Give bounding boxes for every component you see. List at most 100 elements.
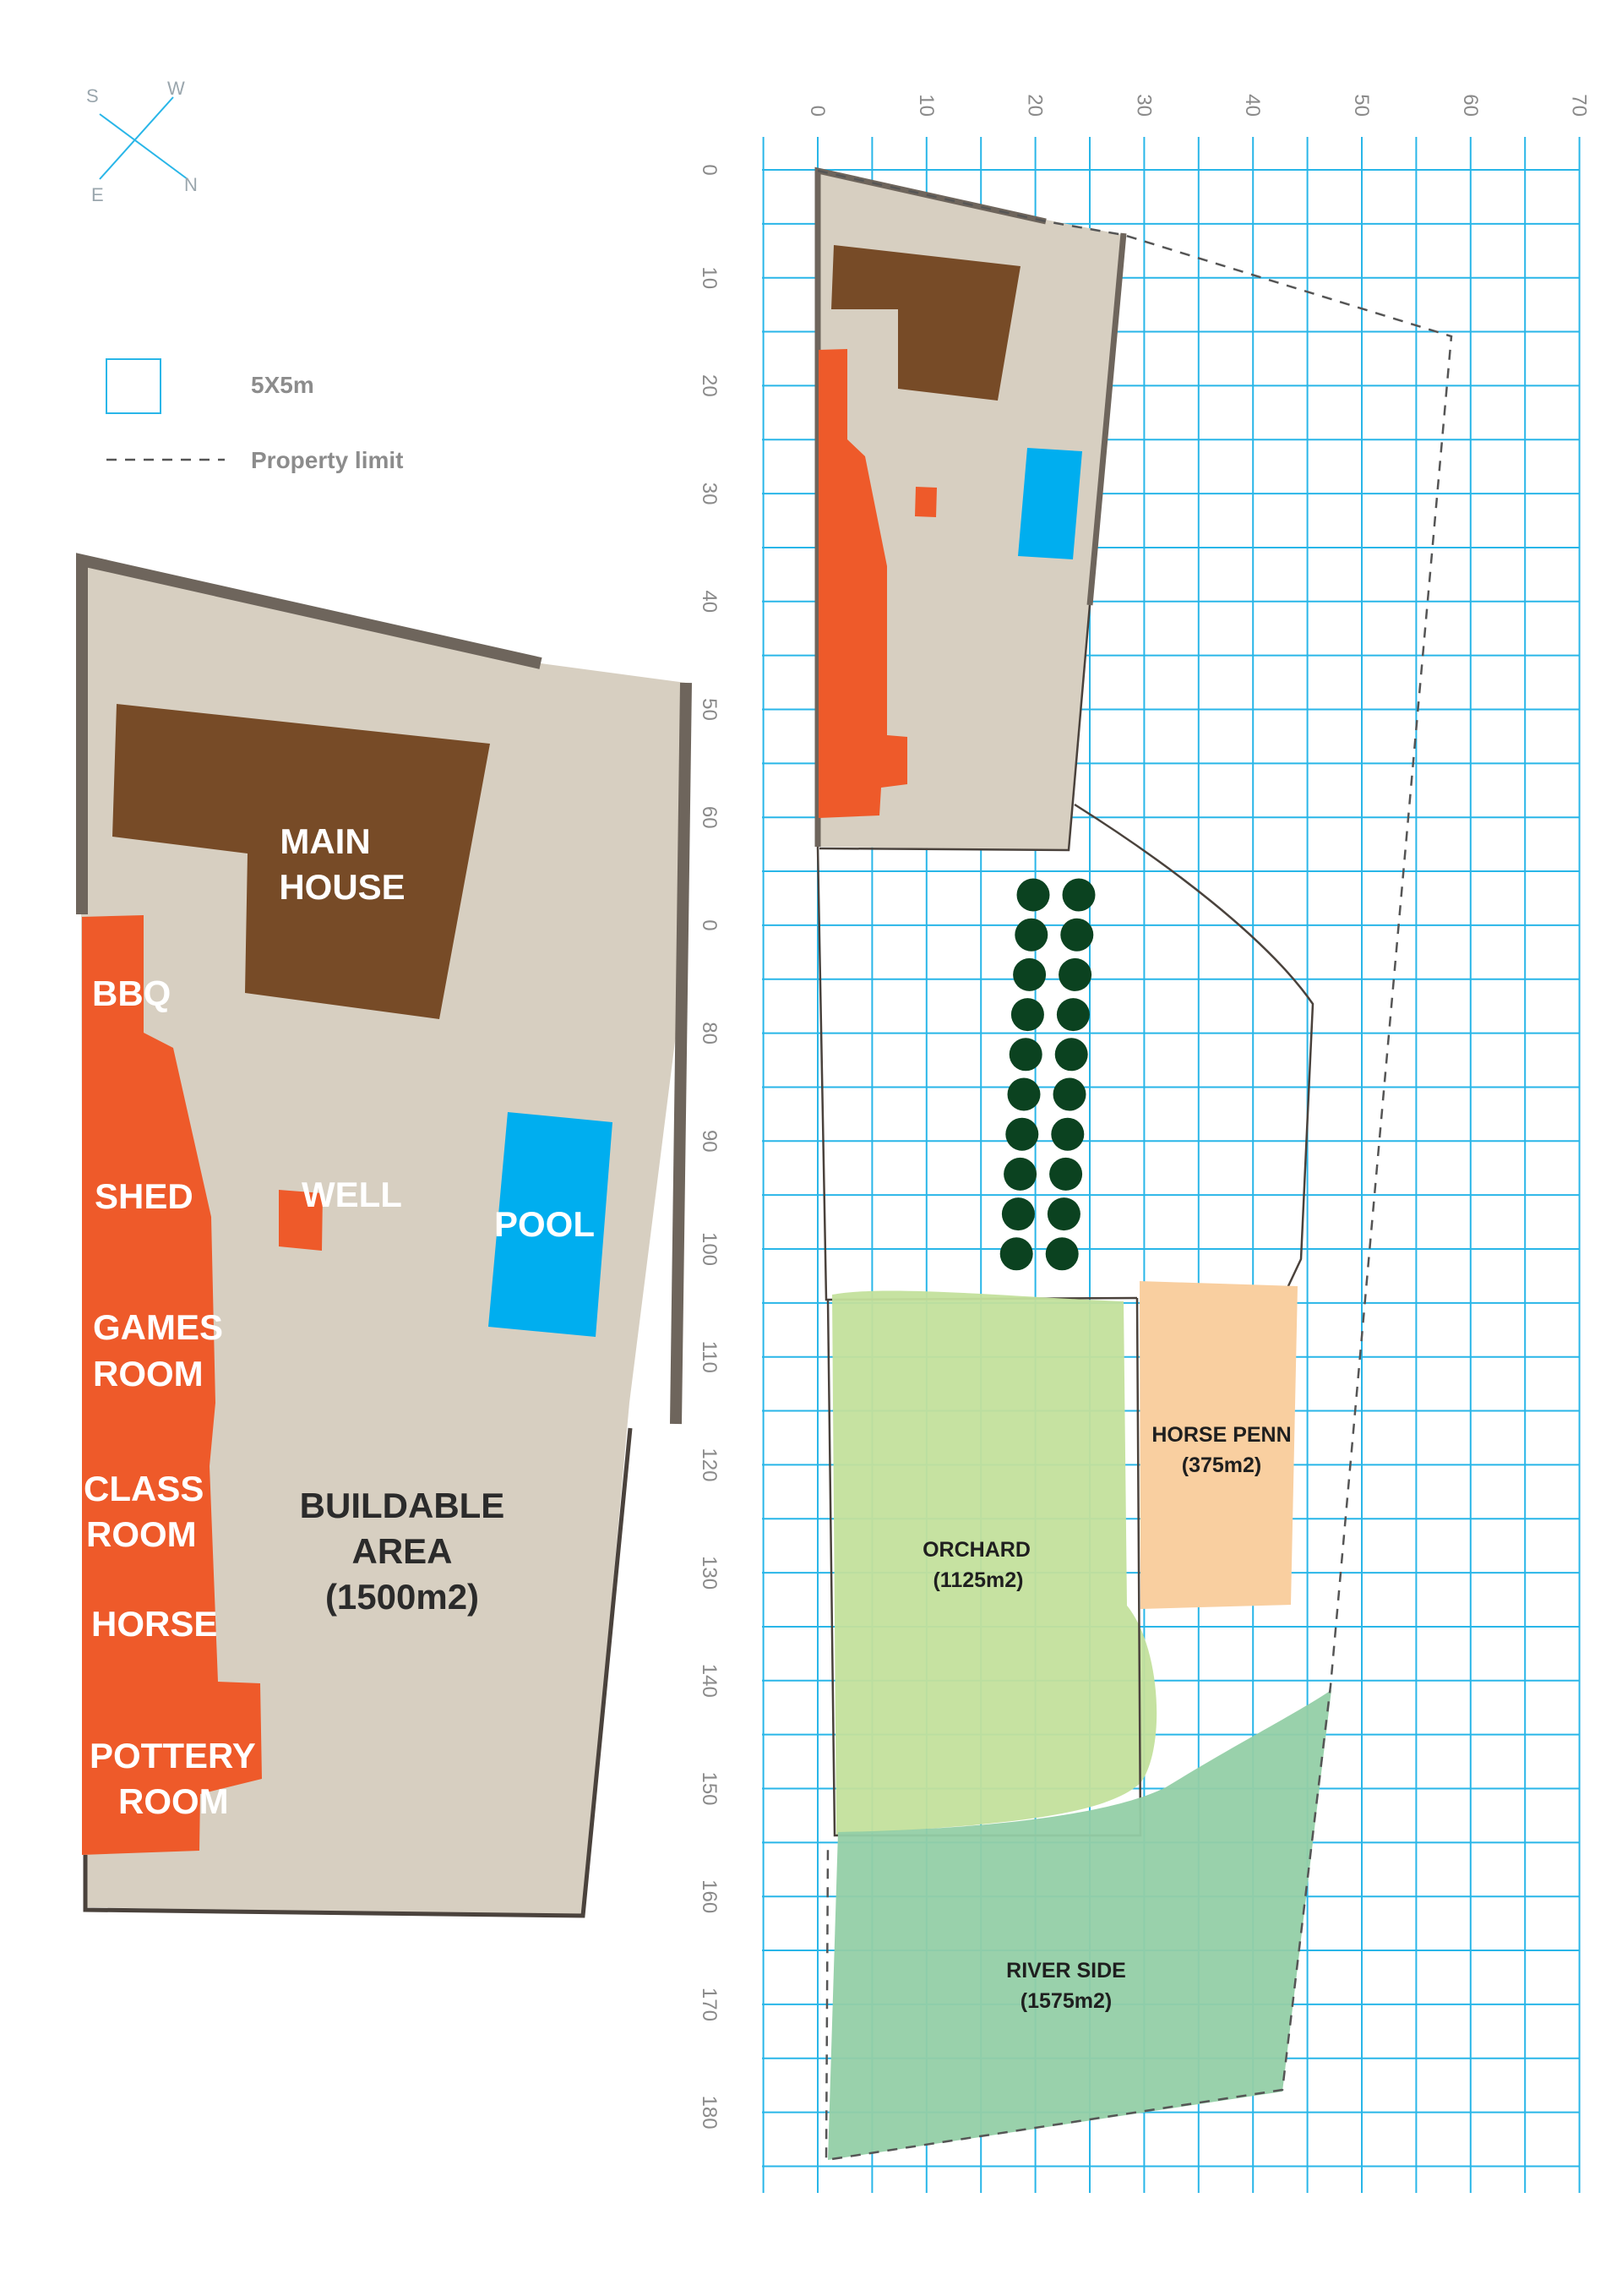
tree <box>1010 998 1044 1032</box>
compass-w-label: W <box>167 78 185 99</box>
site-main-house <box>831 245 1021 401</box>
y-axis-tick-label: 180 <box>698 2096 721 2130</box>
orchard-label-line2: (1125m2) <box>933 1568 1023 1592</box>
boundary-line <box>83 1427 633 1918</box>
compass-sw-ne-line <box>99 113 188 180</box>
legend-grid-label: 5X5m <box>251 372 314 398</box>
site-buildable-area <box>818 171 1124 850</box>
tree <box>1047 1197 1080 1231</box>
x-axis-tick-label: 60 <box>1459 94 1482 117</box>
site-well <box>915 487 937 517</box>
y-axis-tick-label: 110 <box>698 1341 721 1373</box>
main-house-label-line2: HOUSE <box>279 867 405 907</box>
main-house-label-line1: MAIN <box>280 821 370 861</box>
x-axis-tick-label: 40 <box>1241 94 1264 117</box>
tree <box>1054 1038 1088 1072</box>
horse-penn-label-line2: (375m2) <box>1182 1453 1262 1477</box>
y-axis-tick-label: 60 <box>698 806 721 829</box>
compass-s-label: S <box>86 85 99 106</box>
y-axis-tick-label: 120 <box>698 1448 721 1481</box>
tree <box>1005 1117 1039 1151</box>
legend-limit-label: Property limit <box>251 447 403 473</box>
bbq-label: BBQ <box>92 973 171 1013</box>
tree <box>1009 1038 1042 1072</box>
buildable-area-label-line3: (1500m2) <box>325 1577 479 1617</box>
buildable-area <box>81 562 686 1916</box>
x-axis-tick-label: 70 <box>1568 94 1591 117</box>
compass-e-label: E <box>91 184 104 205</box>
property-limit-line <box>817 169 1453 2162</box>
outbuildings-strip <box>82 915 262 1855</box>
x-axis-tick-label: 30 <box>1132 94 1155 117</box>
tree <box>1053 1077 1086 1111</box>
site-buildable-boundary <box>819 604 1091 852</box>
y-axis-tick-label: 0 <box>698 164 721 175</box>
well-label: WELL <box>302 1175 402 1214</box>
tree <box>999 1237 1033 1271</box>
tree-rows <box>999 878 1096 1271</box>
river-side-zone <box>828 1690 1331 2160</box>
y-axis-tick-label: 130 <box>698 1556 721 1590</box>
tree <box>1060 918 1094 952</box>
horse-penn-zone <box>1140 1281 1298 1609</box>
tree <box>1045 1237 1079 1271</box>
x-axis-labels: 0 10 20 30 40 50 60 70 <box>806 94 1591 117</box>
site-east-wall <box>1086 232 1127 606</box>
x-axis-tick-label: 20 <box>1024 94 1047 117</box>
y-axis-tick-label: 30 <box>698 483 721 505</box>
detail-plan: MAIN HOUSE BBQ SHED GAMES ROOM CLASS ROO… <box>76 553 692 1918</box>
x-axis-tick-label: 10 <box>915 94 938 117</box>
tree <box>1001 1197 1035 1231</box>
orchard-label-line1: ORCHARD <box>923 1538 1031 1562</box>
main-house <box>112 704 490 1019</box>
y-axis-tick-label: 80 <box>698 1022 721 1044</box>
site-plan: 0 10 20 30 40 50 60 70 0 10 20 30 40 50 60 0 80 90 100 110… <box>698 94 1591 2193</box>
y-axis-tick-label: 10 <box>698 266 721 289</box>
tree <box>1013 957 1047 991</box>
y-axis-tick-label: 90 <box>698 1130 721 1153</box>
horse-penn-label-line1: HORSE PENN <box>1151 1423 1291 1447</box>
site-pool <box>1018 448 1082 559</box>
pool <box>488 1112 612 1337</box>
buildable-area-label-line1: BUILDABLE <box>300 1486 505 1525</box>
pool-label: POOL <box>494 1204 595 1244</box>
horse-label: HORSE <box>91 1604 217 1644</box>
tree <box>1056 998 1090 1032</box>
games-room-label-line2: ROOM <box>93 1354 204 1393</box>
river-side-label-line1: RIVER SIDE <box>1006 1959 1126 1982</box>
y-axis-labels: 0102030405060080901001101201301401501601… <box>698 164 721 2129</box>
north-wall <box>76 553 542 914</box>
river-side-label-line2: (1575m2) <box>1021 1989 1112 2013</box>
shed-label: SHED <box>95 1176 193 1216</box>
well <box>279 1190 323 1251</box>
legend-grid-swatch <box>106 358 161 414</box>
games-room-label-line1: GAMES <box>93 1307 223 1347</box>
y-axis-tick-label: 40 <box>698 590 721 613</box>
y-axis-tick-label: 50 <box>698 698 721 721</box>
y-axis-tick-label: 170 <box>698 1988 721 2021</box>
tree <box>1059 957 1092 991</box>
tree <box>1007 1077 1041 1111</box>
tree <box>1016 878 1050 912</box>
y-axis-tick-label: 0 <box>698 919 721 930</box>
x-axis-tick-label: 50 <box>1350 94 1373 117</box>
orchard-zone <box>832 1290 1157 1835</box>
east-wall <box>670 682 692 1425</box>
tree <box>1062 878 1096 912</box>
y-axis-tick-label: 150 <box>698 1771 721 1805</box>
compass-n-label: N <box>184 174 198 195</box>
pottery-room-label-line1: POTTERY <box>90 1736 256 1775</box>
tree <box>1051 1117 1085 1151</box>
class-room-label-line2: ROOM <box>86 1514 197 1554</box>
y-axis-tick-label: 100 <box>698 1232 721 1266</box>
y-axis-tick-label: 20 <box>698 374 721 397</box>
site-outbuildings <box>819 349 907 818</box>
compass: S W E N <box>86 78 198 205</box>
compass-nw-se-line <box>99 96 174 180</box>
tree <box>1004 1157 1037 1191</box>
y-axis-tick-label: 140 <box>698 1664 721 1698</box>
x-axis-tick-label: 0 <box>806 106 829 117</box>
tree <box>1015 918 1048 952</box>
class-room-label-line1: CLASS <box>84 1469 204 1508</box>
